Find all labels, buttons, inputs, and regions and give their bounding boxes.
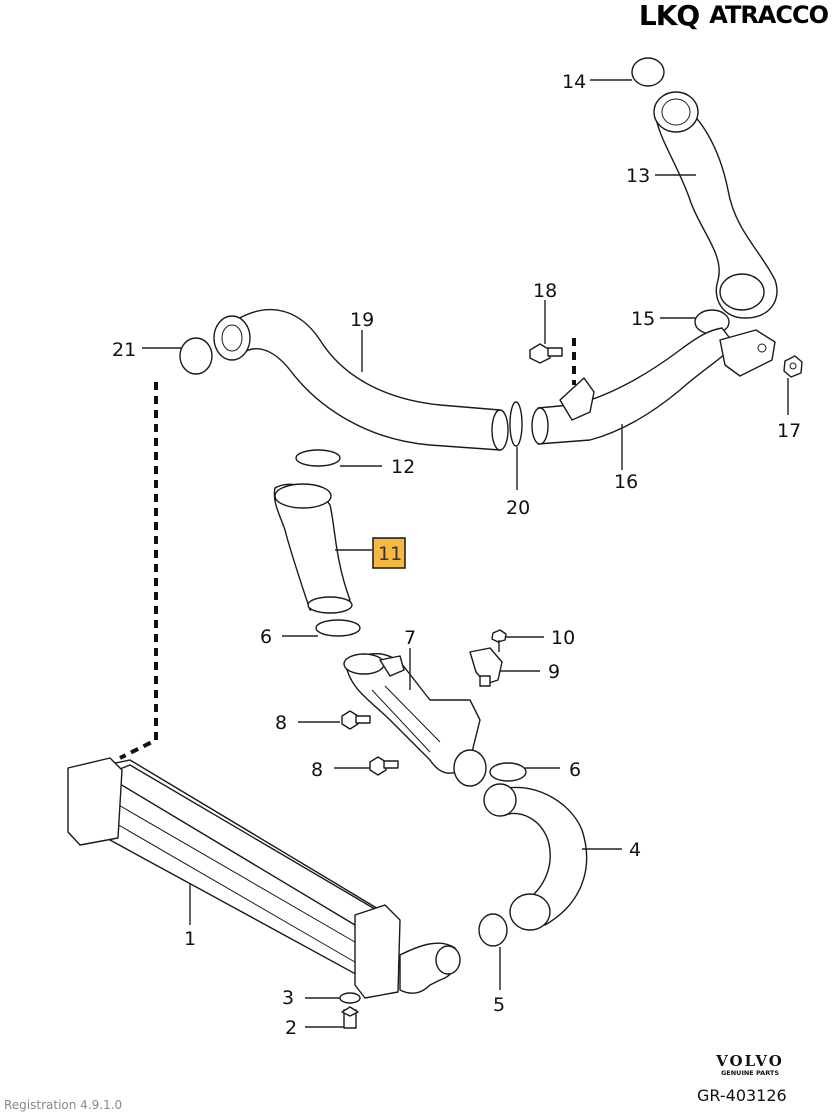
brand-name-atracco: ATRACCO: [709, 1, 829, 29]
intercooler-1: [67, 757, 461, 999]
hose-13: [653, 91, 778, 319]
callout-7[interactable]: 7: [404, 627, 416, 649]
pipe-housing-7: [343, 652, 487, 787]
callout-21[interactable]: 21: [112, 339, 136, 361]
callout-16[interactable]: 16: [614, 471, 638, 493]
callout-4[interactable]: 4: [629, 839, 641, 861]
hose-11: [273, 483, 353, 614]
seal-ring-6-upper: [315, 619, 361, 637]
reference-code: GR-403126: [697, 1086, 787, 1105]
screw-10: [491, 629, 507, 652]
seal-ring-20: [509, 401, 523, 447]
bolt-8-upper: [341, 710, 371, 730]
callout-8-upper[interactable]: 8: [275, 712, 287, 734]
volvo-logo: VOLVO GENUINE PARTS: [700, 1052, 800, 1077]
callout-1[interactable]: 1: [184, 928, 196, 950]
washer-3: [339, 992, 361, 1004]
callout-10[interactable]: 10: [551, 627, 575, 649]
brand-logo: LKQ ATRACCO: [638, 0, 829, 32]
nut-17: [783, 355, 803, 378]
callout-2[interactable]: 2: [285, 1017, 297, 1039]
brand-name-lkq: LKQ: [638, 0, 700, 32]
callout-17[interactable]: 17: [777, 420, 801, 442]
volvo-logo-word: VOLVO: [716, 1052, 784, 1070]
seal-ring-12: [295, 449, 341, 467]
bolt-8-lower: [369, 756, 399, 776]
callout-15[interactable]: 15: [631, 308, 655, 330]
hose-19: [213, 308, 509, 451]
volvo-logo-subtitle: GENUINE PARTS: [720, 1069, 780, 1077]
callout-18[interactable]: 18: [533, 280, 557, 302]
callout-13[interactable]: 13: [626, 165, 650, 187]
highlight-box-11: [372, 537, 406, 569]
connection-dashed-line: [119, 382, 158, 760]
callout-11[interactable]: 11: [378, 543, 402, 565]
callout-8-lower[interactable]: 8: [311, 759, 323, 781]
seal-ring-5: [478, 913, 508, 947]
callout-20[interactable]: 20: [506, 497, 530, 519]
seal-ring-21: [179, 337, 213, 375]
callout-3[interactable]: 3: [282, 987, 294, 1009]
hose-4: [483, 783, 588, 931]
bolt-2: [341, 1006, 359, 1029]
callout-6-lower[interactable]: 6: [569, 759, 581, 781]
callout-6-upper[interactable]: 6: [260, 626, 272, 648]
callout-19[interactable]: 19: [350, 309, 374, 331]
callout-12[interactable]: 12: [391, 456, 415, 478]
sensor-9: [469, 647, 503, 687]
callout-5[interactable]: 5: [493, 994, 505, 1016]
bolt-18: [529, 343, 563, 364]
pipe-16: [531, 327, 776, 445]
callout-9[interactable]: 9: [548, 661, 560, 683]
clamp-6-lower: [489, 762, 527, 782]
registration-text: Registration 4.9.1.0: [4, 1098, 123, 1112]
seal-ring-14: [631, 57, 665, 87]
callout-14[interactable]: 14: [562, 71, 586, 93]
